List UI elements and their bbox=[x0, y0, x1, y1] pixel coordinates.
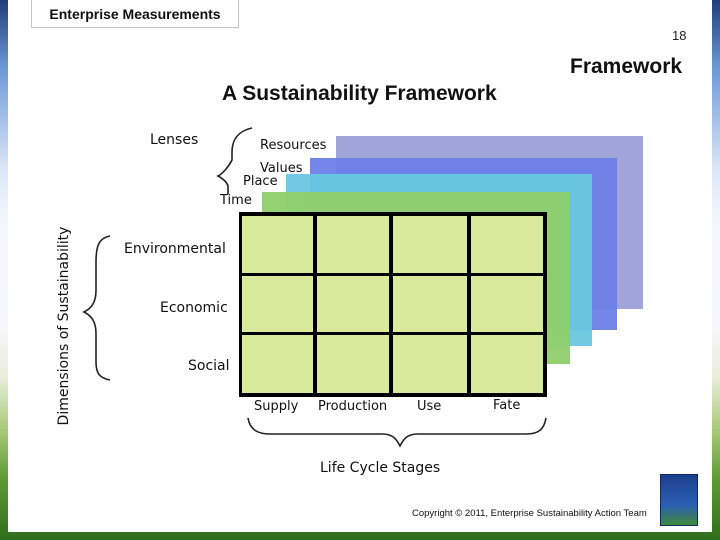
lifecycle-brace bbox=[247, 417, 547, 448]
stages-group-label: Life Cycle Stages bbox=[320, 460, 441, 476]
program-logo bbox=[660, 474, 698, 526]
dimension-environmental-label: Environmental bbox=[124, 241, 226, 257]
grid-col-5 bbox=[543, 212, 547, 397]
page-number: 18 bbox=[672, 28, 687, 43]
stage-fate-label: Fate bbox=[493, 398, 521, 413]
grid-upper-line bbox=[239, 273, 547, 276]
grid-top-line bbox=[239, 212, 547, 216]
frame-front bbox=[239, 212, 547, 397]
lenses-heading: Lenses bbox=[150, 132, 199, 148]
dimension-social-label: Social bbox=[188, 358, 230, 374]
grid-bottom-line bbox=[239, 393, 547, 397]
section-tab: Enterprise Measurements bbox=[31, 0, 239, 28]
lens-place-label: Place bbox=[243, 174, 278, 189]
grid-col-2 bbox=[313, 212, 317, 397]
dimension-brace bbox=[82, 235, 111, 381]
grid-col-1 bbox=[239, 212, 242, 397]
diagram-title: A Sustainability Framework bbox=[222, 82, 497, 105]
grid-col-3 bbox=[389, 212, 393, 397]
copyright-text: Copyright © 2011, Enterprise Sustainabil… bbox=[412, 508, 647, 519]
lens-time-label: Time bbox=[220, 193, 252, 208]
lens-brace bbox=[216, 127, 253, 194]
lens-values-label: Values bbox=[260, 161, 303, 176]
lens-resources-label: Resources bbox=[260, 138, 327, 153]
stage-use-label: Use bbox=[417, 399, 442, 414]
grid-lower-line bbox=[239, 332, 547, 335]
stage-production-label: Production bbox=[318, 399, 388, 414]
corner-title: Framework bbox=[570, 55, 683, 78]
dimension-economic-label: Economic bbox=[160, 300, 228, 316]
grid-col-4 bbox=[467, 212, 471, 397]
stage-supply-label: Supply bbox=[254, 399, 299, 414]
